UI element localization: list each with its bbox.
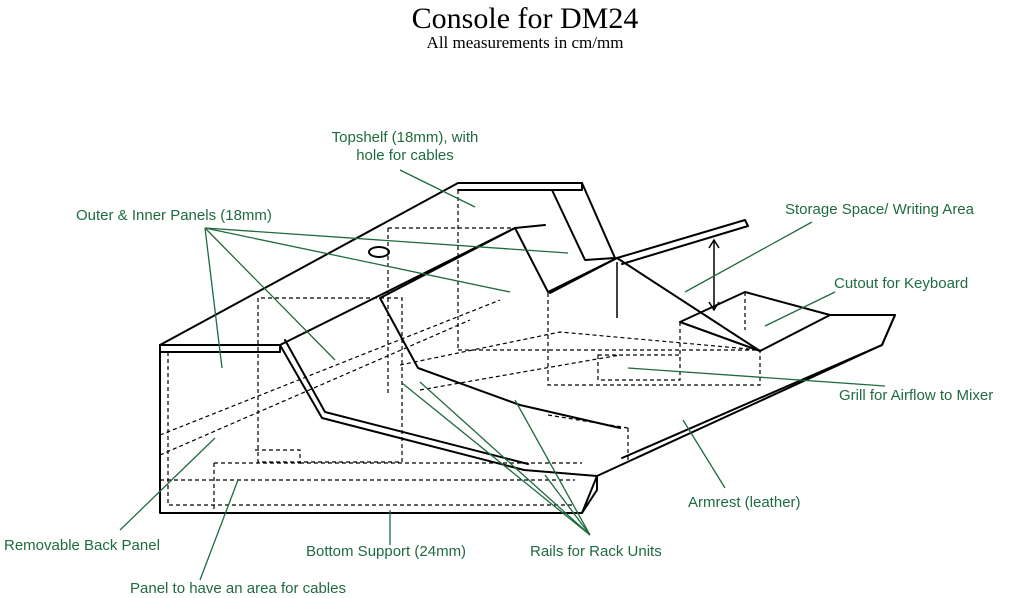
leader-rails-1 bbox=[419, 381, 591, 536]
labels: Topshelf (18mm), with hole for cables Ou… bbox=[4, 129, 993, 597]
leader-panels-2 bbox=[204, 227, 336, 361]
cable-hole bbox=[368, 246, 390, 258]
leader-rails-3 bbox=[401, 382, 591, 536]
label-outer-inner-panels: Outer & Inner Panels (18mm) bbox=[76, 207, 272, 224]
hidden-edges bbox=[159, 190, 761, 513]
diagram-subtitle: All measurements in cm/mm bbox=[427, 33, 624, 52]
storage-lid bbox=[616, 219, 749, 265]
leader-storage bbox=[684, 221, 813, 293]
leader-back-panel bbox=[119, 437, 216, 531]
leader-panels-3 bbox=[204, 227, 511, 293]
label-grill-airflow: Grill for Airflow to Mixer bbox=[839, 387, 993, 404]
topshelf bbox=[457, 182, 616, 261]
armrest-top bbox=[621, 314, 896, 459]
label-rails-rack-units: Rails for Rack Units bbox=[530, 543, 662, 560]
leader-panels-4 bbox=[204, 227, 569, 254]
diagram-title: Console for DM24 bbox=[412, 2, 639, 35]
top-slope-edge-inner bbox=[279, 224, 546, 346]
label-topshelf-line1: Topshelf (18mm), with bbox=[332, 129, 479, 146]
armrest-edge bbox=[581, 475, 598, 514]
label-topshelf-line2: hole for cables bbox=[356, 147, 454, 164]
leader-cables bbox=[199, 479, 239, 581]
inner-panel-profile-2 bbox=[284, 339, 529, 465]
leader-rails-2 bbox=[514, 399, 591, 536]
leader-topshelf bbox=[399, 169, 476, 208]
inner-panel-profile bbox=[279, 227, 896, 477]
console-drawing bbox=[159, 182, 896, 514]
leader-keyboard bbox=[764, 291, 836, 327]
label-cutout-keyboard: Cutout for Keyboard bbox=[834, 275, 968, 292]
label-panel-cables: Panel to have an area for cables bbox=[130, 580, 346, 597]
leader-panels-1 bbox=[204, 227, 223, 369]
label-removable-back-panel: Removable Back Panel bbox=[4, 537, 160, 554]
leader-grill bbox=[627, 367, 886, 387]
label-bottom-support: Bottom Support (24mm) bbox=[306, 543, 466, 560]
left-side-panel bbox=[159, 344, 598, 514]
leader-armrest bbox=[682, 419, 726, 489]
leader-lines bbox=[119, 169, 886, 581]
label-armrest: Armrest (leather) bbox=[688, 494, 801, 511]
leader-rails-4 bbox=[544, 474, 591, 536]
lid-height-arrow bbox=[616, 238, 720, 318]
label-storage-space: Storage Space/ Writing Area bbox=[785, 201, 975, 218]
